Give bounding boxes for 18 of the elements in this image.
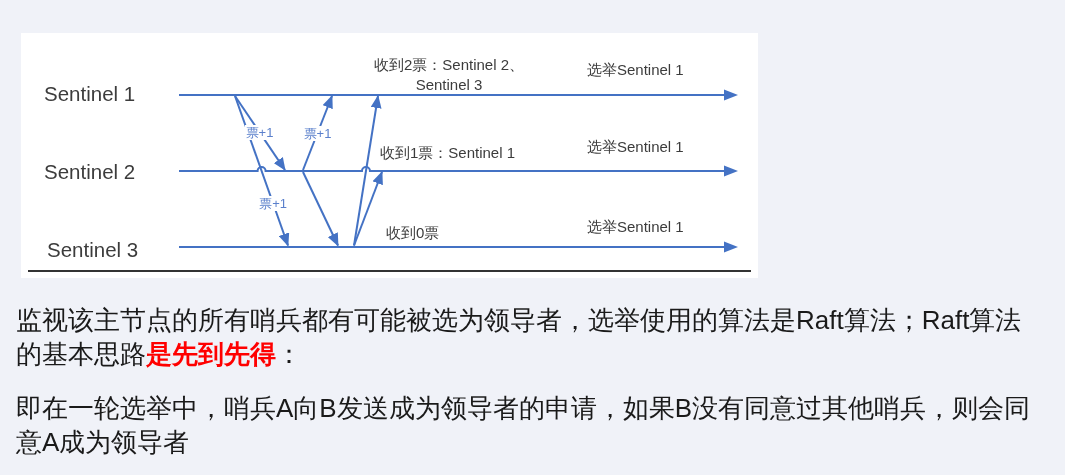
result-note: 选举Sentinel 1 [587,218,684,236]
timeline-arrow [179,165,738,177]
paragraph: 即在一轮选举中，哨兵A向B发送成为领导者的申请，如果B没有同意过其他哨兵，则会同意A成为领导者 [16,392,1032,459]
message-arrow [353,171,383,247]
result-note: 选举Sentinel 1 [587,61,684,79]
vote-note: 收到1票：Sentinel 1 [380,144,516,162]
message-arrow [302,171,339,247]
message-arrow [353,95,382,247]
timeline-arrow [179,89,738,101]
timeline-arrow [179,240,738,253]
lane-label: Sentinel 2 [44,158,136,184]
vote-note: 收到0票 [386,224,440,242]
vote-note: 收到2票：Sentinel 2、Sentinel 3 [372,55,526,95]
edge-label: 票+1 [258,196,289,212]
paragraph: 监视该主节点的所有哨兵都有可能被选为领导者，选举使用的算法是Raft算法；Raft算法的基本思路是先到先得： [16,304,1023,371]
lane-label: Sentinel 1 [44,80,136,106]
lane-label: Sentinel 3 [47,236,139,262]
result-note: 选举Sentinel 1 [587,138,684,156]
